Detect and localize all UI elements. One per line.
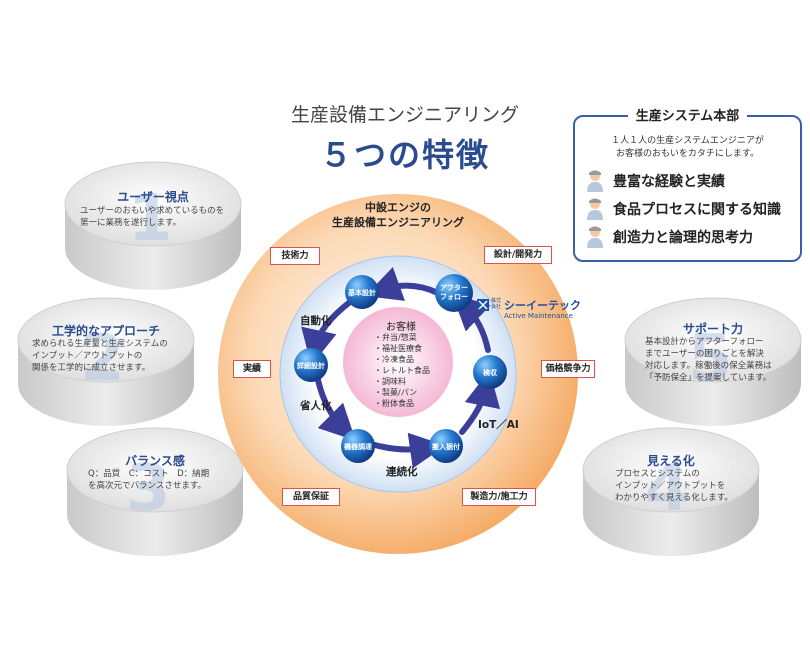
hq-desc-line: １人１人の生産システムエンジニアが [611, 136, 764, 146]
logo-subtitle: Active Maintenance [504, 312, 573, 320]
hq-item: 食品プロセスに関する知識 [585, 197, 795, 221]
label-labor-saving: 省人化 [300, 400, 332, 412]
node-after-follow [435, 274, 473, 312]
customer-title: お客様 [386, 322, 416, 333]
feature-text-4: プロセスとシステムの インプット／アウトプットを わかりやすく見える化します。 [615, 468, 755, 504]
feature-line: 対応します。稼働後の保全業務は [645, 361, 772, 371]
feature-line: を高次元でバランスさせます。 [88, 481, 206, 491]
feature-line: 基本設計からアフターフォロー [645, 337, 764, 347]
engineer-icon [587, 198, 603, 220]
node-after-label: アフター フォロー [436, 284, 472, 302]
node-inspection [473, 355, 507, 389]
tag-build: 製造力/施工力 [462, 488, 536, 506]
customer-item: ・レトルト食品 [374, 366, 430, 375]
feature-number-5: 5 [688, 322, 733, 396]
hq-item-label: 豊富な経験と実績 [613, 174, 725, 190]
feature-title-5: サポート力 [682, 322, 743, 336]
feature-line: 第一に業務を遂行します。 [80, 218, 182, 228]
hq-item-label: 食品プロセスに関する知識 [613, 202, 781, 218]
center-heading-line: 生産設備エンジニアリング [332, 216, 464, 229]
hq-item-label: 創造力と論理的思考力 [613, 230, 753, 246]
feature-line: 「予防保全」を提案しています。 [645, 373, 772, 383]
feature-line: インプット／アウトプットの [32, 351, 143, 361]
feature-text-2: 求められる生産量と生産システムの インプット／アウトプットの 関係を工学的に成立… [32, 338, 192, 374]
page-title: ５つの特徴 [319, 136, 490, 174]
label-continuous: 連続化 [386, 466, 418, 478]
node-detail-label: 詳細設計 [297, 362, 325, 370]
logo-name: シーイーテック [504, 299, 581, 312]
customer-item: ・粉体食品 [374, 399, 414, 408]
node-procurement [341, 429, 375, 463]
hq-item: 創造力と論理的思考力 [585, 225, 795, 249]
feature-number-4: 4 [645, 452, 690, 526]
hq-title: 生産システム本部 [627, 109, 748, 124]
customer-item: ・製菓/パン [374, 388, 418, 397]
customer-circle [343, 307, 453, 417]
logo-mark-icon [477, 299, 489, 311]
cycle-arrows [301, 266, 501, 469]
cylinder-2 [17, 297, 195, 426]
tag-quality: 品質保証 [282, 488, 340, 506]
customer-item: ・調味料 [374, 377, 406, 386]
customer-item: ・冷凍食品 [374, 355, 414, 364]
node-basic-label: 基本設計 [348, 289, 376, 297]
hq-description: １人１人の生産システムエンジニアが お客様のおもいをカタチにします。 [575, 135, 800, 161]
feature-title-3: バランス感 [125, 454, 185, 468]
tag-price: 価格競争力 [541, 360, 595, 378]
node-inspect-label: 検収 [483, 369, 497, 377]
feature-text-1: ユーザーのおもいや求めているものを 第一に業務を遂行します。 [80, 205, 240, 229]
feature-line: わかりやすく見える化します。 [615, 493, 733, 503]
feature-number-2: 2 [80, 322, 125, 396]
node-after-line: アフター [440, 284, 468, 292]
label-iot-ai: IoT／AI [478, 419, 519, 431]
feature-line: 関係を工学的に成立させます。 [32, 363, 151, 373]
feature-line: Q：品質 C：コスト D：納期 [88, 469, 210, 479]
cylinder-3 [66, 427, 244, 556]
page-subtitle: 生産設備エンジニアリング [290, 104, 519, 126]
tag-tech: 技術力 [270, 247, 320, 265]
hq-panel: 生産システム本部 １人１人の生産システムエンジニアが お客様のおもいをカタチにし… [573, 109, 802, 262]
node-procure-label: 機器調達 [344, 443, 372, 451]
feature-number-1: 1 [128, 182, 173, 256]
feature-title-1: ユーザー視点 [117, 190, 189, 204]
customer-item: ・福祉医療食 [374, 344, 422, 353]
tag-design: 設計/開発力 [484, 246, 552, 264]
engineer-icon [587, 170, 603, 192]
feature-line: プロセスとシステムの [615, 469, 700, 479]
logo-kaisha: 株式 会社 [491, 298, 502, 310]
label-automation: 自動化 [300, 315, 332, 327]
engineer-icon [587, 226, 603, 248]
customer-item: ・弁当/惣菜 [374, 333, 417, 342]
company-logo: 株式 会社 シーイーテック Active Maintenance [477, 297, 587, 323]
feature-line: インプット／アウトプットを [615, 481, 726, 491]
tag-record: 実績 [233, 360, 271, 378]
node-basic-design [345, 275, 379, 309]
hq-item: 豊富な経験と実績 [585, 169, 795, 193]
feature-line: までユーザーの困りごとを解決 [645, 349, 764, 359]
node-detail-design [294, 348, 328, 382]
feature-title-4: 見える化 [647, 454, 695, 468]
customer-list: ・弁当/惣菜 ・福祉医療食 ・冷凍食品 ・レトルト食品 ・調味料 ・製菓/パン … [374, 332, 454, 409]
cylinder-4 [582, 427, 760, 556]
feature-title-2: 工学的なアプローチ [51, 324, 160, 338]
cylinder-5 [624, 297, 802, 426]
center-heading-line: 中設エンジの [365, 201, 431, 214]
node-after-line: フォロー [440, 293, 468, 301]
hq-desc-line: お客様のおもいをカタチにします。 [616, 149, 759, 159]
node-installation [429, 429, 463, 463]
center-heading: 中設エンジの 生産設備エンジニアリング [318, 200, 478, 230]
feature-line: ユーザーのおもいや求めているものを [80, 206, 225, 216]
node-install-label: 搬入据付 [432, 443, 460, 451]
feature-number-3: 3 [126, 452, 171, 526]
feature-line: 求められる生産量と生産システムの [32, 339, 168, 349]
cylinder-1 [64, 161, 242, 290]
feature-text-3: Q：品質 C：コスト D：納期 を高次元でバランスさせます。 [88, 468, 238, 492]
feature-text-5: 基本設計からアフターフォロー までユーザーの困りごとを解決 対応します。稼働後の… [645, 336, 795, 384]
